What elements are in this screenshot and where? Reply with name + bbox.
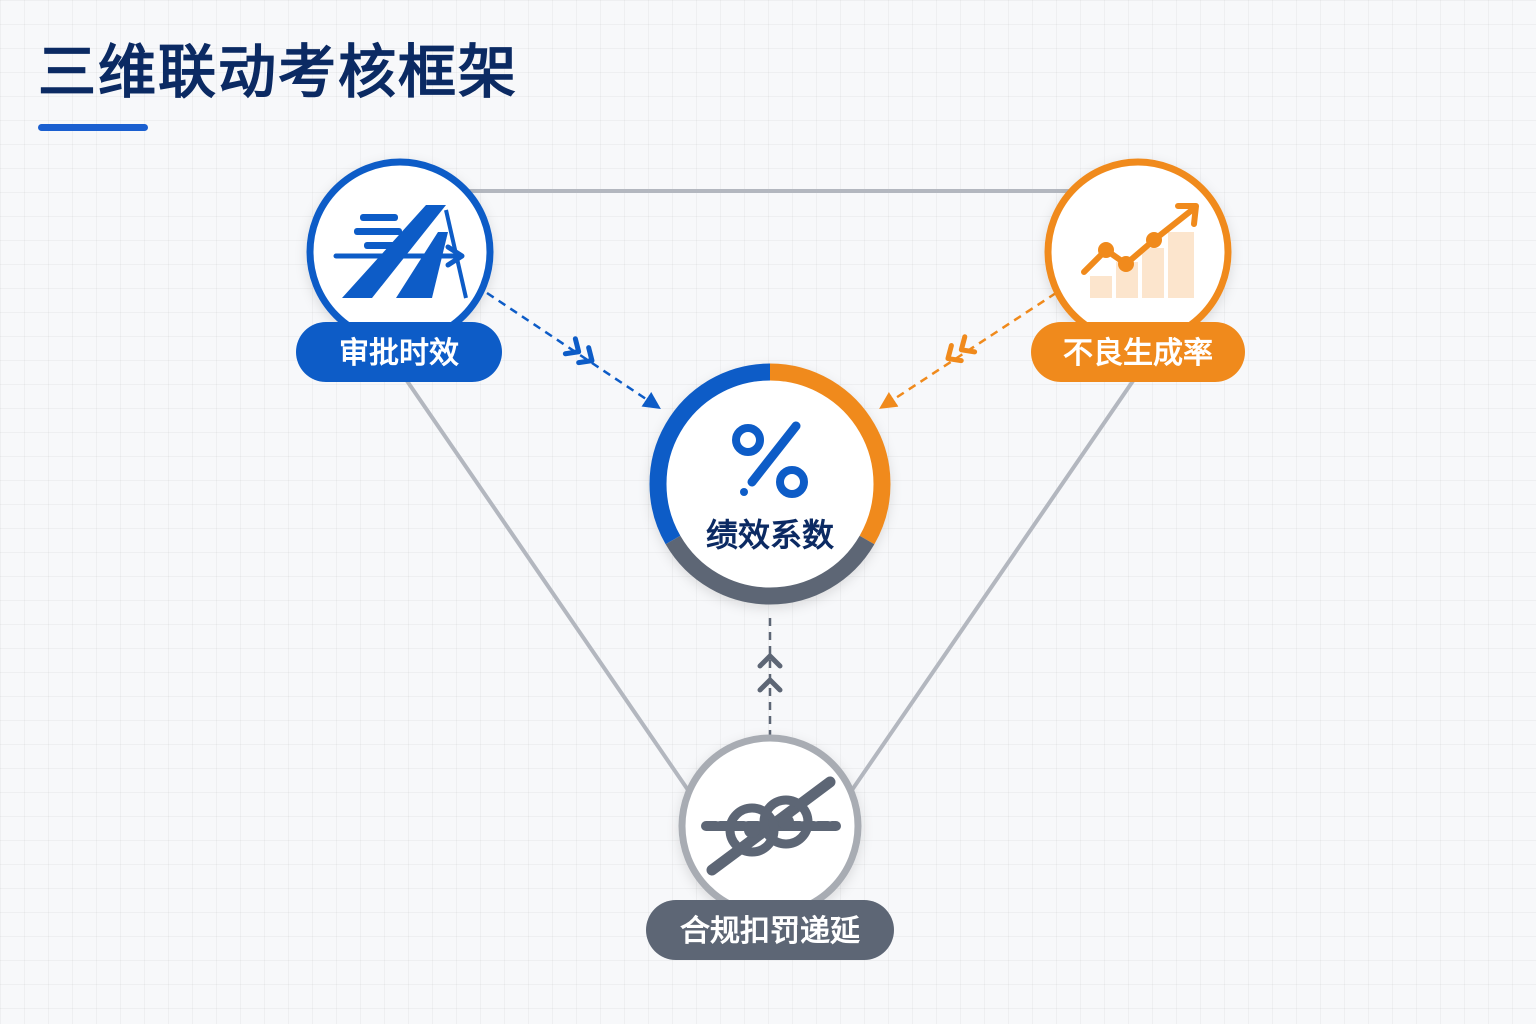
compliance-label: 合规扣罚递延 [680, 914, 861, 949]
flow-arrow-approval [486, 291, 661, 409]
flow-arrow-compliance [757, 615, 783, 738]
compliance-node: 合规扣罚递延 [646, 734, 894, 960]
knot-icon [701, 776, 841, 876]
title-underline [38, 124, 148, 131]
center-ring-orange [769, 363, 891, 545]
defect-node: 不良生成率 [1031, 158, 1245, 382]
page-title: 三维联动考核框架 [38, 38, 519, 106]
center-ring-gray [665, 535, 875, 605]
defect-label: 不良生成率 [1063, 336, 1213, 371]
defect-pill: 不良生成率 [1031, 322, 1245, 382]
center-ring-blue [649, 363, 771, 545]
highway-icon [333, 205, 468, 299]
approval-label: 审批时效 [339, 336, 459, 371]
compliance-pill: 合规扣罚递延 [646, 900, 894, 960]
approval-node: 审批时效 [296, 158, 502, 382]
approval-pill: 审批时效 [296, 322, 502, 382]
center-label: 绩效系数 [706, 516, 835, 554]
percent-icon [732, 421, 808, 498]
center-node: 绩效系数 [649, 363, 891, 605]
right-edge-line [850, 376, 1137, 792]
left-edge-line [403, 376, 690, 792]
flow-arrow-defect [879, 291, 1057, 409]
triangle-lines [403, 189, 1137, 792]
trend-chart-icon [1081, 203, 1199, 298]
